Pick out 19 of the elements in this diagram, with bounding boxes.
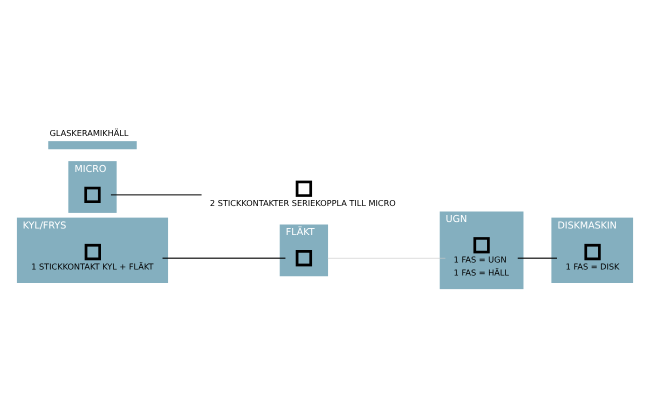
connector [110, 194, 202, 196]
node-box [296, 180, 312, 197]
node-box [584, 244, 601, 260]
cluster: FLÄKT [280, 224, 328, 276]
node-box [84, 186, 101, 204]
node-box [296, 250, 312, 266]
node-box [84, 244, 101, 260]
node-box [473, 237, 490, 254]
node-label: 1 STICKKONTAKT KYL + FLÄKT [31, 261, 154, 272]
connector [518, 258, 557, 259]
node-box [48, 141, 137, 150]
node-label: 1 FAS = UGN [454, 254, 507, 265]
node-label: 1 FAS = DISK [566, 261, 620, 272]
connector [162, 258, 286, 259]
connector [327, 258, 446, 259]
node-label: 2 STICKKONTAKTER SERIEKOPPLA TILL MICRO [210, 198, 396, 208]
node-label: 1 FAS = HÄLL [454, 268, 509, 278]
node-label: GLASKERAMIKHÄLL [50, 128, 128, 138]
cluster: MICRO [68, 161, 117, 213]
